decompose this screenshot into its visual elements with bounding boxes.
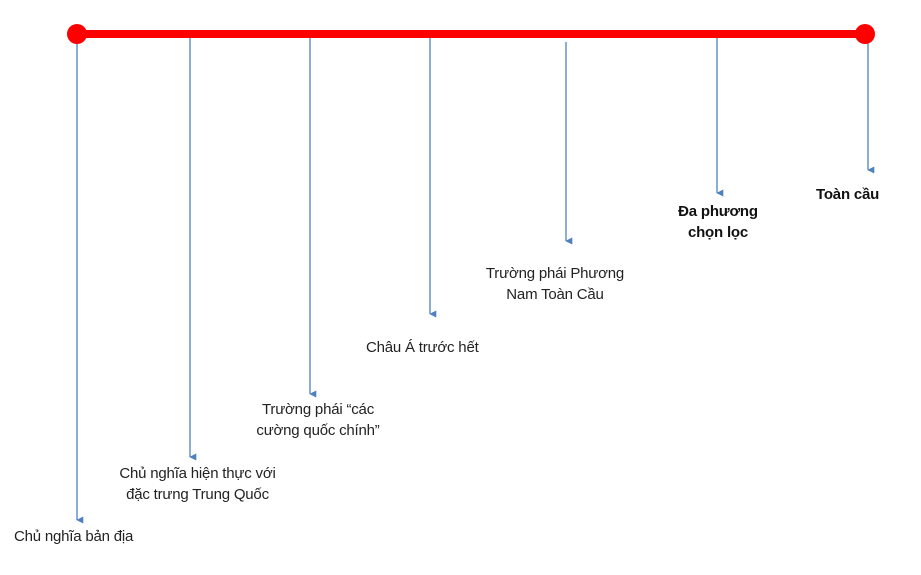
stage-label-line: Châu Á trước hết	[366, 339, 479, 356]
stage-label-selective-multilateralism: Đa phương chọn lọc	[662, 201, 774, 243]
stage-label-line: chọn lọc	[687, 224, 749, 241]
stage-label-line: Chủ nghĩa hiện thực với	[119, 465, 276, 482]
stage-label-major-powers-school: Trường phái “các cường quốc chính”	[243, 399, 393, 441]
stage-label-line: Trường phái “các	[262, 401, 374, 418]
stage-label-line: Trường phái Phương	[485, 265, 625, 282]
stage-label-line: cường quốc chính”	[256, 422, 380, 439]
spectrum-endpoint-left	[67, 24, 87, 44]
stage-label-nativism: Chủ nghĩa bản địa	[14, 526, 133, 547]
stage-label-globalism: Toàn cầu	[816, 184, 879, 205]
stage-label-line: Toàn cầu	[816, 186, 880, 203]
stage-label-asia-first: Châu Á trước hết	[366, 337, 479, 358]
stage-label-realism-chinese-characteristics: Chủ nghĩa hiện thực với đặc trưng Trung …	[110, 463, 285, 505]
stage-label-line: đặc trưng Trung Quốc	[126, 486, 269, 503]
stage-label-line: Chủ nghĩa bản địa	[14, 528, 134, 545]
stage-label-line: Nam Toàn Cầu	[506, 286, 604, 303]
stage-label-line: Đa phương	[678, 203, 758, 220]
spectrum-endpoint-right	[855, 24, 875, 44]
stage-label-global-south-school: Trường phái Phương Nam Toàn Cầu	[470, 263, 640, 305]
